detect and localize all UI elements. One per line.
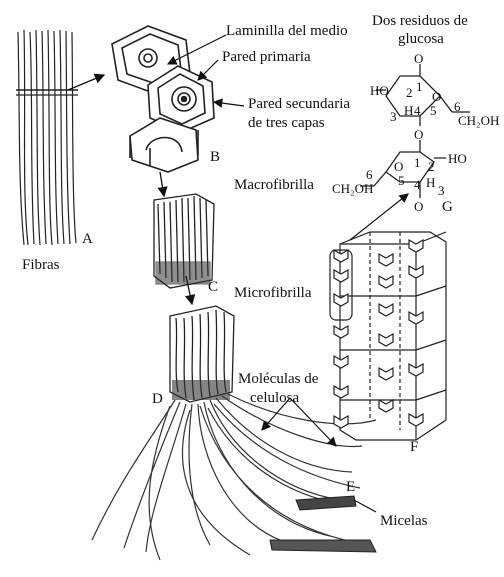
letter-d: D (152, 392, 163, 407)
letter-a: A (82, 232, 93, 247)
gt-c2: 2 (406, 86, 413, 99)
label-micelas: Micelas (380, 514, 427, 529)
gt-o-link: O (414, 128, 423, 141)
gb-c3: 3 (438, 184, 445, 197)
gt-ho: HO (370, 84, 389, 97)
label-moleculas-1: Moléculas de (238, 372, 318, 387)
gt-c1: 1 (416, 80, 423, 93)
letter-g: G (442, 200, 453, 215)
label-moleculas-2: celulosa (250, 391, 299, 406)
gt-o-top: O (414, 52, 423, 65)
gb-c4: 4 (414, 178, 421, 191)
gt-ch2oh: CH₂OH (458, 114, 499, 127)
label-macrofibrilla: Macrofibrilla (234, 178, 314, 193)
gb-o-ring: O (394, 160, 403, 173)
label-laminilla: Laminilla del medio (226, 24, 348, 39)
label-microfibrilla: Microfibrilla (234, 286, 311, 301)
label-pared-secundaria-1: Pared secundaria (248, 97, 350, 112)
label-fibras: Fibras (22, 258, 60, 273)
letter-f: F (410, 440, 418, 455)
letter-b: B (210, 150, 220, 165)
gb-c2: 2 (428, 160, 435, 173)
gt-c4: 4 (414, 104, 421, 117)
label-dos-residuos-2: glucosa (398, 32, 444, 47)
gb-ho: HO (448, 152, 467, 165)
gb-o-bottom: O (414, 200, 423, 213)
gb-c5: 5 (398, 174, 405, 187)
label-pared-secundaria-2: de tres capas (248, 116, 325, 131)
gt-o-ring: O (432, 90, 441, 103)
gb-ch2oh: CH₂OH (332, 182, 373, 195)
gt-c5: 5 (430, 104, 437, 117)
gt-c3: 3 (390, 110, 397, 123)
gt-h: H (404, 104, 413, 117)
gb-h: H (426, 176, 435, 189)
gt-c6: 6 (454, 100, 461, 113)
letter-e: E (346, 480, 355, 495)
label-dos-residuos-1: Dos residuos de (372, 14, 468, 29)
gb-c1: 1 (414, 156, 421, 169)
label-pared-primaria: Pared primaria (222, 50, 311, 65)
letter-c: C (208, 280, 218, 295)
gb-c6: 6 (366, 168, 373, 181)
